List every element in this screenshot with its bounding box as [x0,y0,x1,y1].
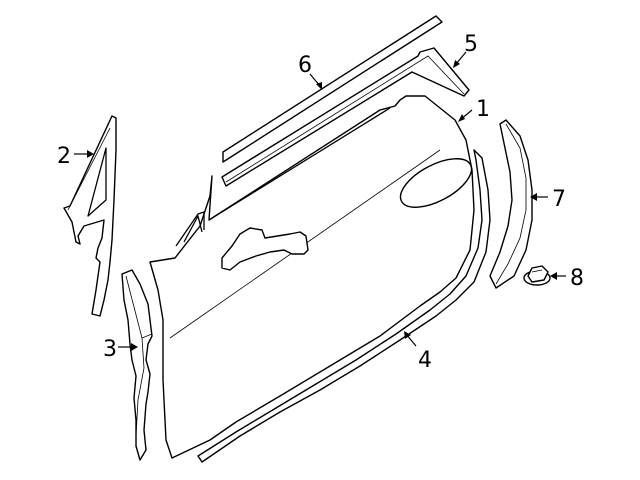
callout-6: 6 [298,53,312,78]
callout-2: 2 [57,144,71,169]
part-2-window-frame-seal [63,115,117,317]
callout-8: 8 [570,266,584,291]
callout-1: 1 [476,97,490,122]
callout-5: 5 [464,32,478,57]
part-1-door-shell [149,95,475,459]
part-6-belt-molding [222,15,443,163]
part-7-rear-seal [489,119,533,289]
callout-7: 7 [552,187,566,212]
callout-4: 4 [418,348,432,373]
callout-3: 3 [103,337,117,362]
part-5-upper-bracket [221,47,470,187]
callout-leaders [74,51,566,351]
part-3-pillar-seal [121,269,153,461]
part-8-clip [523,265,551,286]
part-4-lower-weatherstrip [197,149,491,463]
